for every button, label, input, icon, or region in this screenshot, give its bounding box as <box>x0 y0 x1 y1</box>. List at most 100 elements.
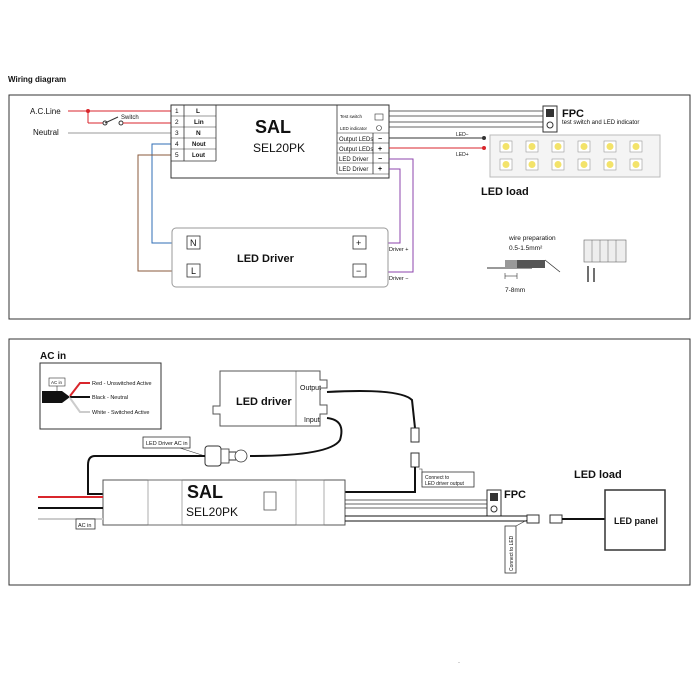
legend-red-label: Red - Unswitched Active <box>92 381 152 387</box>
led-minus-connector <box>482 136 486 140</box>
terminal-label-lin: Lin <box>194 119 204 126</box>
driver-n-label: N <box>190 238 197 248</box>
led-driver-title-bottom: LED driver <box>236 396 292 408</box>
driver-minus-sign: − <box>356 266 361 276</box>
led-chip-emitter <box>580 161 588 168</box>
terminal-num-5: 5 <box>175 152 179 159</box>
ac-in-title: AC in <box>40 351 66 362</box>
driver-plus-label: Driver + <box>389 247 408 253</box>
driver-output-label: Output <box>300 385 321 392</box>
page-mark: · <box>458 660 460 666</box>
legend-black-label: Black - Neutral <box>92 395 128 401</box>
fpc-title-top: FPC <box>562 108 584 120</box>
neutral-out-wire <box>151 143 187 244</box>
fpc-led-icon-bottom <box>490 505 498 513</box>
switch-contact-b <box>118 120 124 126</box>
wire-strip-illustration <box>487 259 561 279</box>
wire-prep-size: 0.5-1.5mm² <box>509 245 543 252</box>
driver-terminal-n <box>186 235 201 250</box>
led-chip-emitter <box>606 143 614 150</box>
switch-lever <box>104 116 119 124</box>
ac-line-label: A.C.Line <box>30 107 61 116</box>
led-driver-box-top <box>171 227 389 288</box>
terminal-block-left <box>171 105 217 162</box>
fpc-switch-icon-bottom <box>490 493 498 501</box>
model-label-top: SEL20PK <box>253 141 305 155</box>
module-clamp-left <box>147 479 183 526</box>
brand-logo-top: SAL <box>255 117 291 137</box>
driver-output-cable <box>326 390 416 429</box>
driver-minus-wire <box>369 158 414 273</box>
terminal-label-nout: Nout <box>192 142 206 148</box>
sign-minus-1: − <box>378 136 382 143</box>
fpc-led-indicator-icon <box>546 121 554 129</box>
led-driver-module <box>212 370 328 427</box>
driver-input-cable <box>249 417 343 457</box>
line-out-wire <box>137 154 187 272</box>
driver-minus-label: Driver − <box>389 276 408 282</box>
wiring-diagram-title: Wiring diagram <box>8 75 66 84</box>
legend-ac-in-tag-text: AC in <box>51 380 63 385</box>
module-clamp-right <box>295 479 325 526</box>
terminal-label-lout: Lout <box>192 153 205 159</box>
connect-led-text: Connect to LED <box>509 535 515 571</box>
model-label-bottom: SEL20PK <box>186 505 238 519</box>
output-leds-plus-label: Output LEDs <box>339 147 373 153</box>
fpc-title-bottom: FPC <box>504 489 526 501</box>
terminal-num-3: 3 <box>175 130 179 137</box>
led-chip-emitter <box>502 143 510 150</box>
driver-input-label: Input <box>304 417 320 424</box>
sel20pk-module <box>102 479 346 526</box>
neutral-label: Neutral <box>33 128 59 137</box>
driver-terminal-l <box>186 263 201 278</box>
connect-driver-pointer <box>419 468 423 483</box>
legend-white-wire <box>69 397 90 413</box>
brand-logo-bottom: SAL <box>187 482 223 502</box>
ac-out-cable <box>87 455 205 495</box>
led-driver-minus-label: LED Driver <box>339 157 368 163</box>
led-chip-emitter <box>528 161 536 168</box>
led-out-plug-a <box>526 514 540 524</box>
terminal-num-2: 2 <box>175 119 179 126</box>
led-chip-emitter <box>528 143 536 150</box>
driver-output-plug-b <box>410 452 420 468</box>
ac-in-tag-text: AC in <box>78 523 91 529</box>
driver-output-plug-a <box>410 427 420 443</box>
terminal-block-right <box>336 105 389 175</box>
sign-plus-1: + <box>378 146 382 153</box>
connect-driver-line1: Connect to <box>425 475 449 481</box>
sign-plus-2: + <box>378 166 382 173</box>
switch-label: Switch <box>121 115 139 121</box>
driver-terminal-plus <box>352 235 367 250</box>
terminal-num-4: 4 <box>175 141 179 148</box>
led-indicator-label: LED indicator <box>340 126 368 131</box>
ac-in-tag <box>75 518 96 530</box>
driver-plus-sign: + <box>356 238 361 248</box>
switch-contact-a <box>102 120 108 126</box>
led-plus-label: LED+ <box>456 152 469 158</box>
legend-white-label: White - Switched Active <box>92 410 149 416</box>
led-chip-emitter <box>632 143 640 150</box>
led-chip-emitter <box>502 161 510 168</box>
terminal-insert-illustration <box>583 239 627 282</box>
driver-ac-in-text: LED Driver AC in <box>146 441 188 447</box>
connect-led-pointer <box>515 519 528 527</box>
module-port <box>263 491 277 511</box>
fpc-bottom-wires <box>345 499 487 509</box>
connect-led-tag <box>504 525 517 574</box>
fpc-test-switch-icon <box>546 109 554 117</box>
terminal-label-n: N <box>196 130 201 137</box>
led-chip-emitter <box>580 143 588 150</box>
driver-l-label: L <box>191 266 196 276</box>
bottom-panel-border <box>8 338 691 586</box>
led-panel <box>604 489 666 551</box>
led-chip-emitter <box>554 143 562 150</box>
led-chips <box>499 140 643 171</box>
led-load-label-top: LED load <box>481 186 529 198</box>
led-driver-title-top: LED Driver <box>237 253 295 265</box>
led-plus-connector <box>482 146 486 150</box>
terminal-label-l: L <box>196 108 200 115</box>
top-panel-border <box>8 94 691 320</box>
controller-box <box>170 104 390 179</box>
test-switch-connector <box>374 113 384 121</box>
